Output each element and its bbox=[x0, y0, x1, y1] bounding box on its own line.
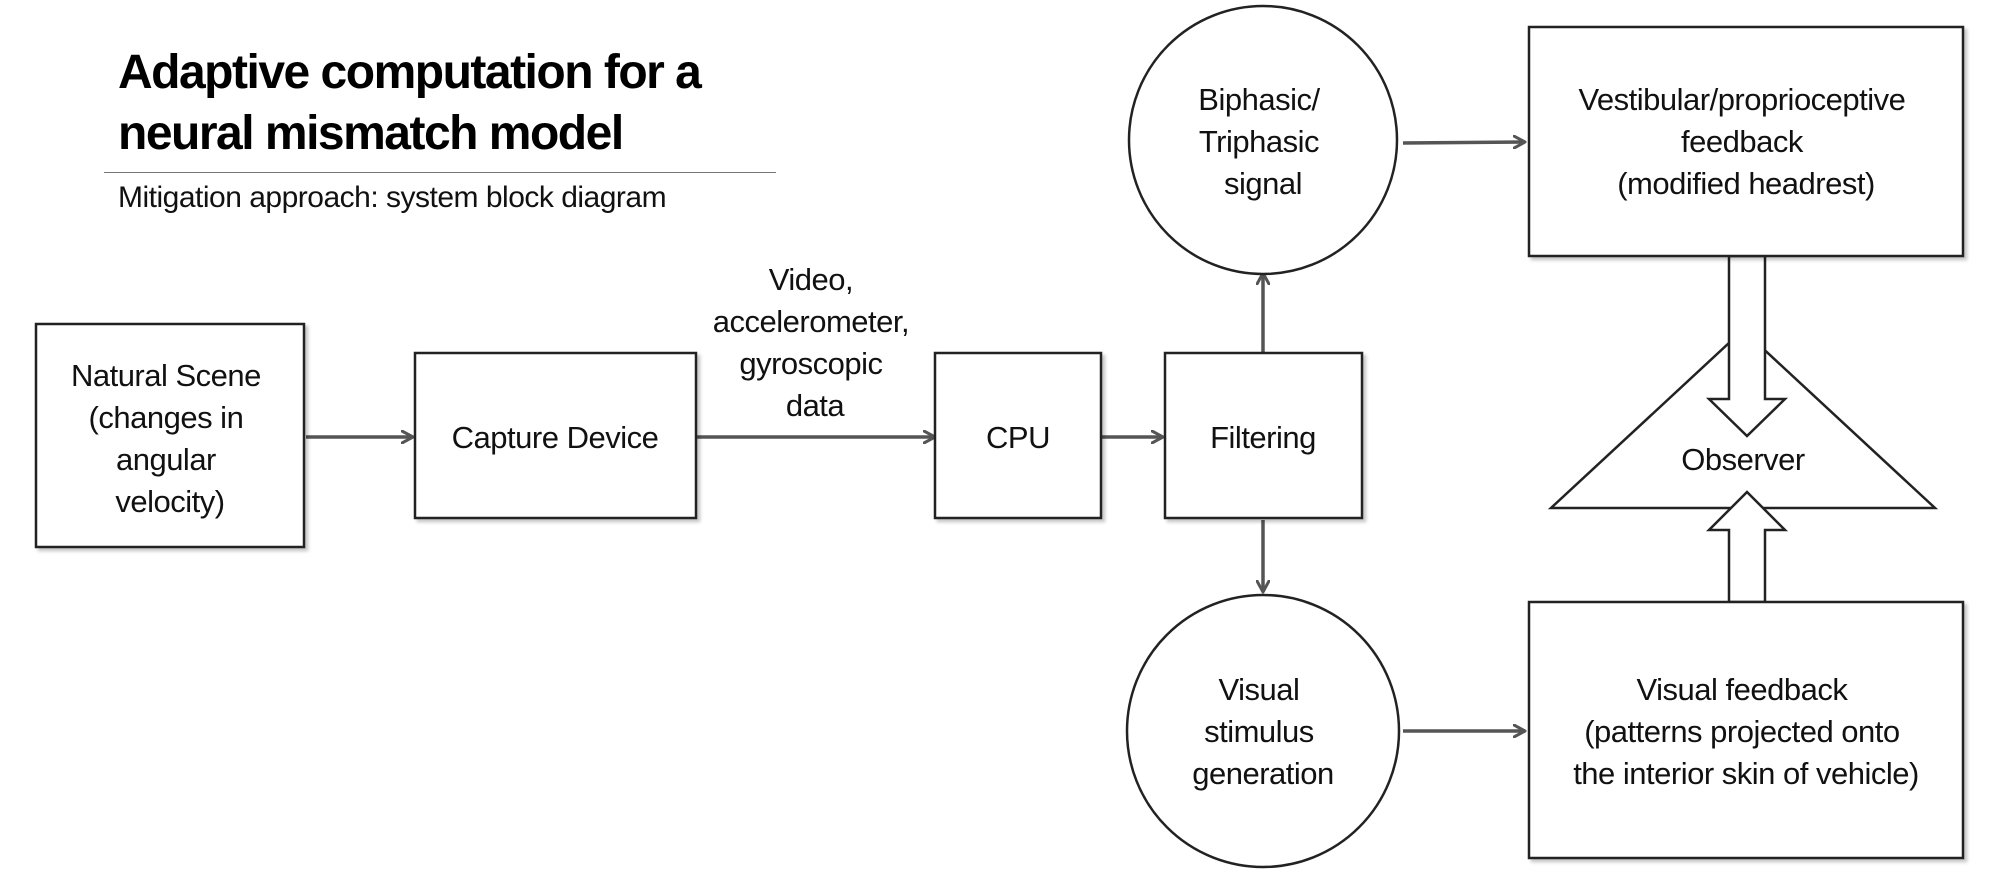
connectors bbox=[306, 142, 1525, 731]
page-title: Adaptive computation for a neural mismat… bbox=[118, 46, 702, 160]
block-arrow-down-into-observer bbox=[1705, 254, 1789, 438]
vestibular-feedback-label: Vestibular/proprioceptive feedback (modi… bbox=[1578, 82, 1913, 201]
arrow-biphasic-to-vestibular bbox=[1402, 142, 1525, 143]
visual-stimulus-label: Visual stimulus generation bbox=[1192, 672, 1334, 791]
visual-feedback-label: Visual feedback (patterns projected onto… bbox=[1573, 672, 1919, 791]
filtering-label: Filtering bbox=[1210, 420, 1316, 455]
natural-scene-box bbox=[34, 322, 306, 549]
observer-label: Observer bbox=[1681, 442, 1805, 477]
visual-stimulus-circle bbox=[1125, 593, 1401, 869]
data-stream-label: Video, accelerometer, gyroscopic data bbox=[713, 262, 917, 423]
capture-device-label: Capture Device bbox=[452, 420, 659, 455]
cpu-box bbox=[933, 351, 1103, 520]
cpu-label: CPU bbox=[986, 420, 1050, 455]
biphasic-signal-circle bbox=[1127, 4, 1399, 276]
capture-device-box bbox=[413, 351, 698, 520]
biphasic-signal-label: Biphasic/ Triphasic signal bbox=[1198, 82, 1327, 201]
visual-feedback-box bbox=[1527, 600, 1965, 860]
filtering-box bbox=[1163, 351, 1364, 520]
natural-scene-label: Natural Scene (changes in angular veloci… bbox=[71, 358, 269, 519]
title-divider bbox=[104, 172, 776, 173]
page-subtitle: Mitigation approach: system block diagra… bbox=[118, 181, 667, 214]
block-arrow-up-into-observer bbox=[1705, 490, 1789, 604]
vestibular-feedback-box bbox=[1527, 25, 1965, 258]
